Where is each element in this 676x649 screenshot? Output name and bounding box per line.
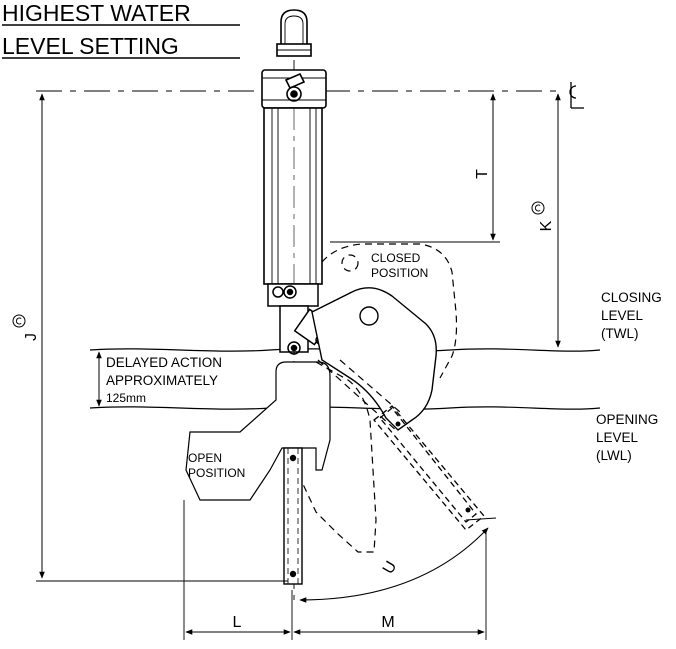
closing-level-line-2: LEVEL xyxy=(601,308,644,323)
opening-level-line-2: LEVEL xyxy=(596,430,639,445)
dimension-k-label: K xyxy=(538,220,555,231)
open-position-outline xyxy=(301,359,401,553)
opening-level-line-1: OPENING xyxy=(596,412,658,427)
open-position-label: OPEN POSITION xyxy=(188,451,245,480)
valve-top-handle xyxy=(276,9,312,57)
dimension-m-label: M xyxy=(381,614,394,631)
closed-position-label: CLOSED POSITION xyxy=(371,251,428,280)
title-block: HIGHEST WATER LEVEL SETTING xyxy=(2,0,240,59)
opening-water-level-line xyxy=(89,406,601,410)
delayed-action-line-3: 125mm xyxy=(106,391,146,405)
float-arm-current xyxy=(185,287,437,501)
circle-c-mark xyxy=(531,201,545,215)
closing-level-line-3: (TWL) xyxy=(601,326,639,341)
counterweight-rod xyxy=(373,405,485,531)
dimension-l: L xyxy=(183,500,293,640)
dimension-t-label: T xyxy=(474,169,491,179)
dimension-u: U xyxy=(299,517,497,603)
valve-head-block xyxy=(261,69,327,109)
title-line-1: HIGHEST WATER xyxy=(2,0,191,26)
delayed-action-label: DELAYED ACTION APPROXIMATELY 125mm xyxy=(96,351,222,407)
dimension-j: J xyxy=(12,93,288,582)
title-line-2: LEVEL SETTING xyxy=(2,33,179,59)
valve-lower-stem xyxy=(283,447,303,585)
delayed-action-line-1: DELAYED ACTION xyxy=(106,355,222,370)
valve-cylinder-body xyxy=(263,107,323,285)
delayed-action-line-2: APPROXIMATELY xyxy=(106,373,218,388)
open-position-label-line-2: POSITION xyxy=(188,466,245,480)
centerline-symbol xyxy=(569,82,584,109)
closing-level-label: CLOSING LEVEL (TWL) xyxy=(601,290,662,341)
dimension-t: T xyxy=(330,93,500,243)
opening-level-label: OPENING LEVEL (LWL) xyxy=(596,412,658,463)
closed-position-outline xyxy=(321,243,458,379)
closing-level-line-1: CLOSING xyxy=(601,290,662,305)
dimension-m: M xyxy=(293,532,487,640)
dimension-k: K xyxy=(531,93,561,348)
closed-position-label-line-2: POSITION xyxy=(371,266,428,280)
closed-position-label-line-1: CLOSED xyxy=(371,251,421,265)
opening-level-line-3: (LWL) xyxy=(596,448,632,463)
dimension-l-label: L xyxy=(233,614,242,631)
dimension-j-label: J xyxy=(23,333,40,341)
circle-c-mark xyxy=(12,314,26,328)
dimension-u-label: U xyxy=(380,558,401,577)
open-position-label-line-1: OPEN xyxy=(188,451,222,465)
